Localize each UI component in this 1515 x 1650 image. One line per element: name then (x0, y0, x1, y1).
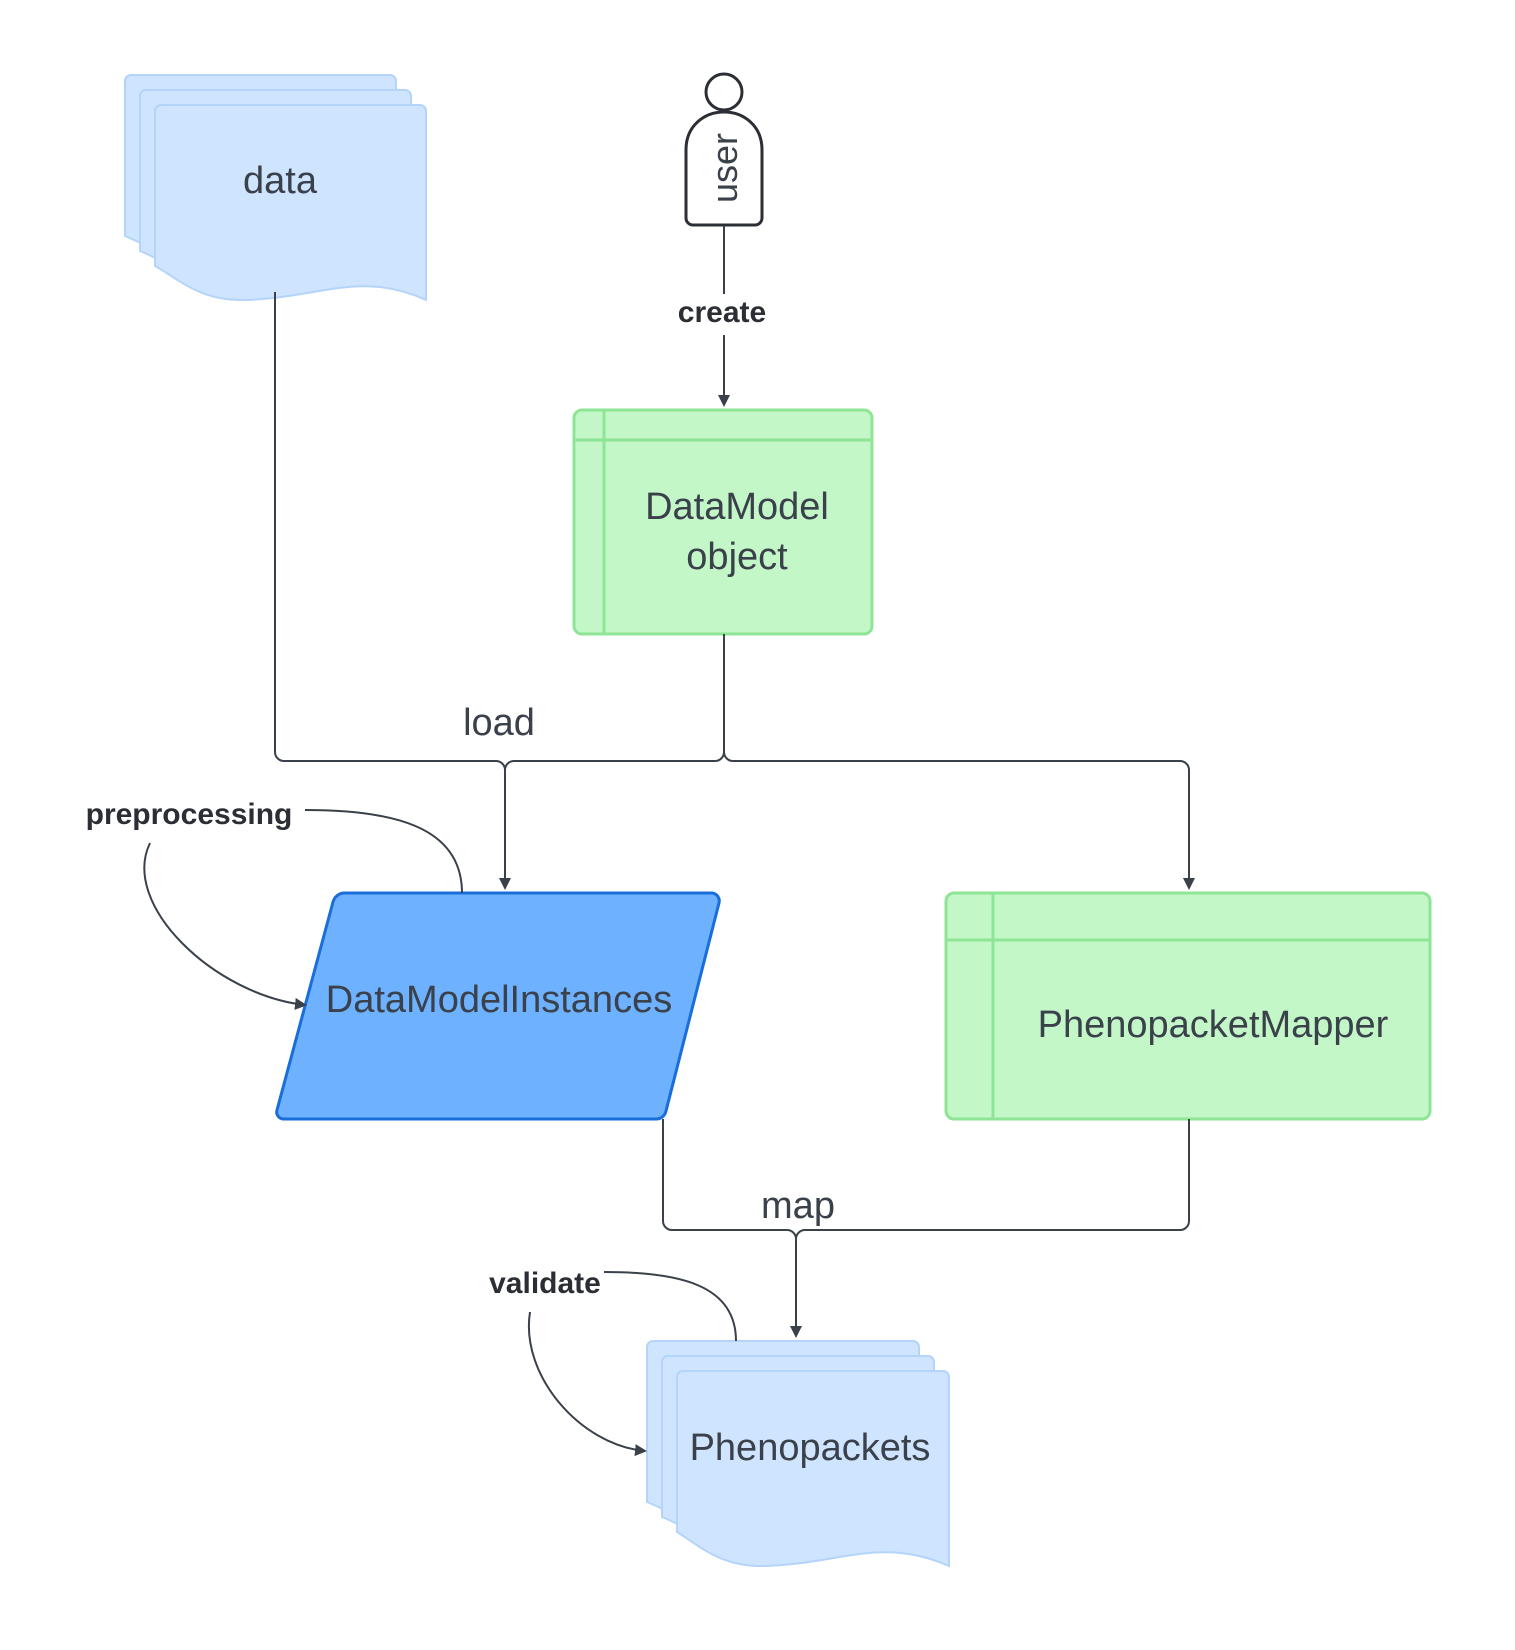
edge-validate[interactable]: validate (489, 1267, 737, 1457)
phenopacket-mapper-label: PhenopacketMapper (1038, 1004, 1389, 1046)
edge-map[interactable]: map (662, 1119, 1190, 1338)
edge-preprocessing[interactable]: preprocessing (86, 798, 463, 1010)
phenopackets-label: Phenopackets (690, 1427, 931, 1469)
edge-load-label: load (463, 702, 535, 744)
edge-preprocessing-label: preprocessing (86, 798, 293, 831)
datamodel-instances-node[interactable]: DataModelInstances (275, 891, 721, 1121)
edge-load-model[interactable]: load (463, 634, 1195, 890)
datamodel-object-node[interactable]: DataModel object (572, 408, 874, 636)
datamodel-object-label-line1: DataModel (645, 486, 829, 528)
datamodel-object-label-line2: object (686, 536, 788, 578)
phenopackets-node[interactable]: Phenopackets (646, 1340, 950, 1568)
data-node[interactable]: data (124, 74, 427, 302)
data-label: data (243, 160, 318, 202)
user-actor[interactable]: user (684, 72, 764, 227)
edge-create-label: create (678, 296, 766, 329)
user-label: user (704, 133, 745, 203)
user-head-icon (704, 72, 744, 112)
edge-validate-label: validate (489, 1267, 601, 1300)
edge-create[interactable]: create (678, 226, 766, 407)
datamodel-instances-label: DataModelInstances (326, 979, 672, 1021)
user-body-icon (684, 110, 764, 227)
edge-load-data[interactable] (274, 292, 511, 890)
phenopacket-mapper-node[interactable]: PhenopacketMapper (944, 891, 1432, 1121)
edge-map-label: map (761, 1185, 835, 1227)
